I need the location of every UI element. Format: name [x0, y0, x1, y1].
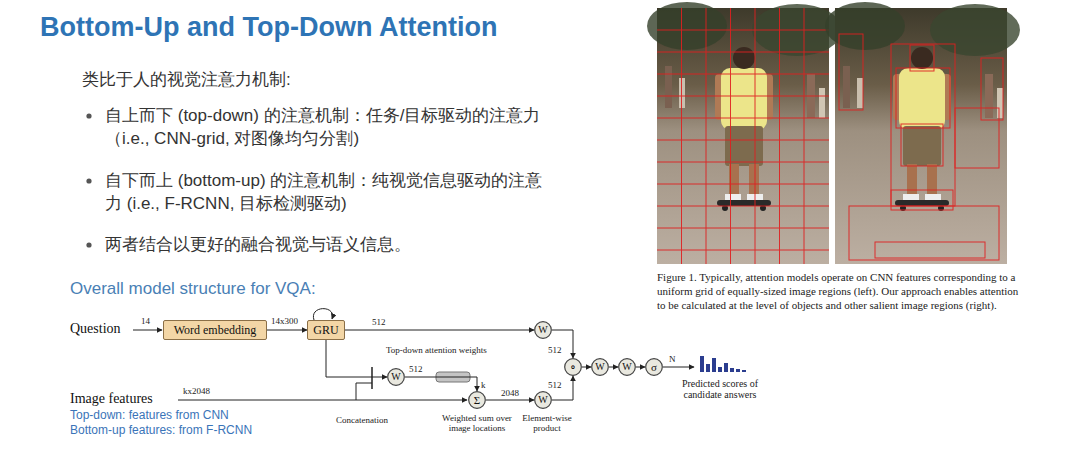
circle-shape: [535, 392, 552, 409]
circle-shape: [646, 359, 663, 376]
connector-arrow: [267, 330, 307, 331]
circle-shape: [469, 392, 486, 409]
connector-arrow: [345, 330, 534, 331]
object-boxes: [839, 34, 1003, 260]
photo-objects: [825, 2, 1020, 264]
process-box: GRU: [307, 320, 345, 340]
node-text: Σ: [474, 395, 480, 406]
recurrence-loop: [313, 309, 332, 320]
node-text: GRU: [313, 324, 338, 336]
concat-bar: [371, 367, 373, 389]
image-feature-wire: [178, 400, 467, 401]
node-text: W: [595, 362, 604, 372]
circle-shape: [535, 322, 552, 339]
section-heading: Overall model structure for VQA:: [70, 279, 316, 299]
slide-title: Bottom-Up and Top-Down Attention: [40, 12, 497, 43]
connector-arrow: [326, 340, 387, 377]
dimension-label: N: [669, 354, 676, 364]
bullet-dots: [86, 113, 91, 247]
stage-label: Element-wise product: [522, 413, 572, 433]
bullet-text: 自下而上 (bottom-up) 的注意机制：纯视觉信息驱动的注意力 (i.e.…: [105, 169, 555, 215]
circle-shape: [592, 359, 609, 376]
score-bars: [700, 356, 746, 372]
stage-label: Weighted sum over image locations: [438, 413, 516, 433]
connector-arrow: [582, 367, 591, 368]
dimension-label: 14x300: [271, 316, 298, 326]
sum-circle: Σ: [468, 391, 486, 409]
input-label: Question: [70, 321, 121, 337]
bullet-text: 两者结合以更好的融合视觉与语义信息。: [105, 233, 555, 256]
weight-circle: W: [387, 368, 405, 386]
circle-shape: [565, 359, 582, 376]
dimension-label: 2048: [501, 388, 519, 398]
connector-arrow: [405, 377, 477, 391]
circle-shape: [619, 359, 636, 376]
question-arrow: [133, 330, 162, 331]
dimension-label: k: [481, 380, 486, 390]
sigmoid-circle: σ: [645, 358, 663, 376]
output-label: Predicted scores of candidate answers: [668, 378, 772, 400]
stage-label: Top-down attention weights: [386, 345, 487, 355]
weight-circle: W: [534, 321, 552, 339]
layout-wires: [133, 309, 694, 400]
weight-circle: W: [618, 358, 636, 376]
feature-note: Bottom-up features: from F-RCNN: [70, 424, 252, 438]
photo-scene: [825, 2, 1020, 264]
node-text: Word embedding: [174, 324, 257, 336]
circle-shape: [388, 369, 405, 386]
dimension-label: kx2048: [183, 386, 210, 396]
connector-arrow: [636, 367, 645, 368]
dimension-label: 14: [141, 316, 150, 326]
node-text: W: [538, 325, 547, 335]
connector-arrow: [609, 367, 618, 368]
input-label: Image features: [70, 391, 153, 407]
node-text: W: [538, 395, 547, 405]
node-text: W: [622, 362, 631, 372]
node-text: σ: [651, 362, 657, 373]
photo-grid: [647, 2, 842, 264]
dimension-label: 512: [548, 380, 562, 390]
weight-circle: W: [534, 391, 552, 409]
dimension-label: 512: [372, 317, 386, 327]
figure-caption: Figure 1. Typically, attention models op…: [657, 270, 1029, 312]
stage-label: Concatenation: [336, 415, 388, 425]
output-arrow: [663, 367, 694, 368]
product-circle: ∘: [564, 358, 582, 376]
node-text: ∘: [570, 361, 576, 373]
node-text: W: [391, 372, 400, 382]
concat-branch: [356, 383, 372, 400]
uniform-grid: [657, 8, 829, 264]
intro-text: 类比于人的视觉注意力机制:: [82, 70, 291, 90]
weight-circle: W: [591, 358, 609, 376]
dimension-label: 512: [548, 345, 562, 355]
feature-note: Top-down: features from CNN: [70, 409, 229, 423]
bullet-text: 自上而下 (top-down) 的注意机制：任务/目标驱动的注意力（i.e., …: [105, 104, 555, 150]
dimension-label: 512: [409, 364, 423, 374]
process-box: Word embedding: [163, 320, 267, 340]
photo-scene: [647, 2, 842, 264]
connector-arrow: [486, 400, 534, 401]
